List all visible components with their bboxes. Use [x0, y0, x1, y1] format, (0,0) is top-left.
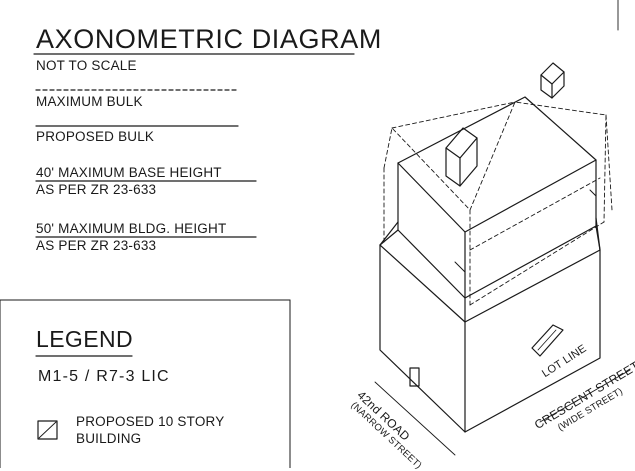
road-street-line	[374, 381, 456, 456]
legend-title: LEGEND	[36, 326, 133, 352]
proposed-bulk-label: PROPOSED BULK	[36, 129, 155, 144]
base-height-label: 40' MAXIMUM BASE HEIGHT	[36, 165, 222, 180]
legend-key-label: PROPOSED 10 STORY	[76, 414, 225, 429]
legend-key-symbol	[37, 420, 58, 440]
bldg-height-label: 50' MAXIMUM BLDG. HEIGHT	[36, 221, 227, 236]
bldg-height-reference: AS PER ZR 23-633	[36, 238, 157, 253]
bulkhead-right	[540, 62, 565, 99]
lot-line-marker	[531, 324, 564, 357]
building-upper-mass	[379, 96, 601, 323]
scale-note: NOT TO SCALE	[36, 58, 137, 73]
building-lower-mass	[379, 217, 601, 433]
zoning-district: M1-5 / R7-3 LIC	[38, 368, 170, 385]
legend-key-hatch	[38, 421, 57, 439]
entrance-door	[409, 367, 420, 387]
legend-key-label-2: BUILDING	[76, 431, 142, 446]
bulkhead-left	[445, 127, 478, 187]
base-height-reference: AS PER ZR 23-633	[36, 182, 157, 197]
maximum-bulk-envelope	[383, 101, 613, 306]
drawing-title: AXONOMETRIC DIAGRAM	[36, 24, 382, 54]
crescent-street-line	[539, 369, 631, 423]
maximum-bulk-label: MAXIMUM BULK	[36, 94, 143, 109]
